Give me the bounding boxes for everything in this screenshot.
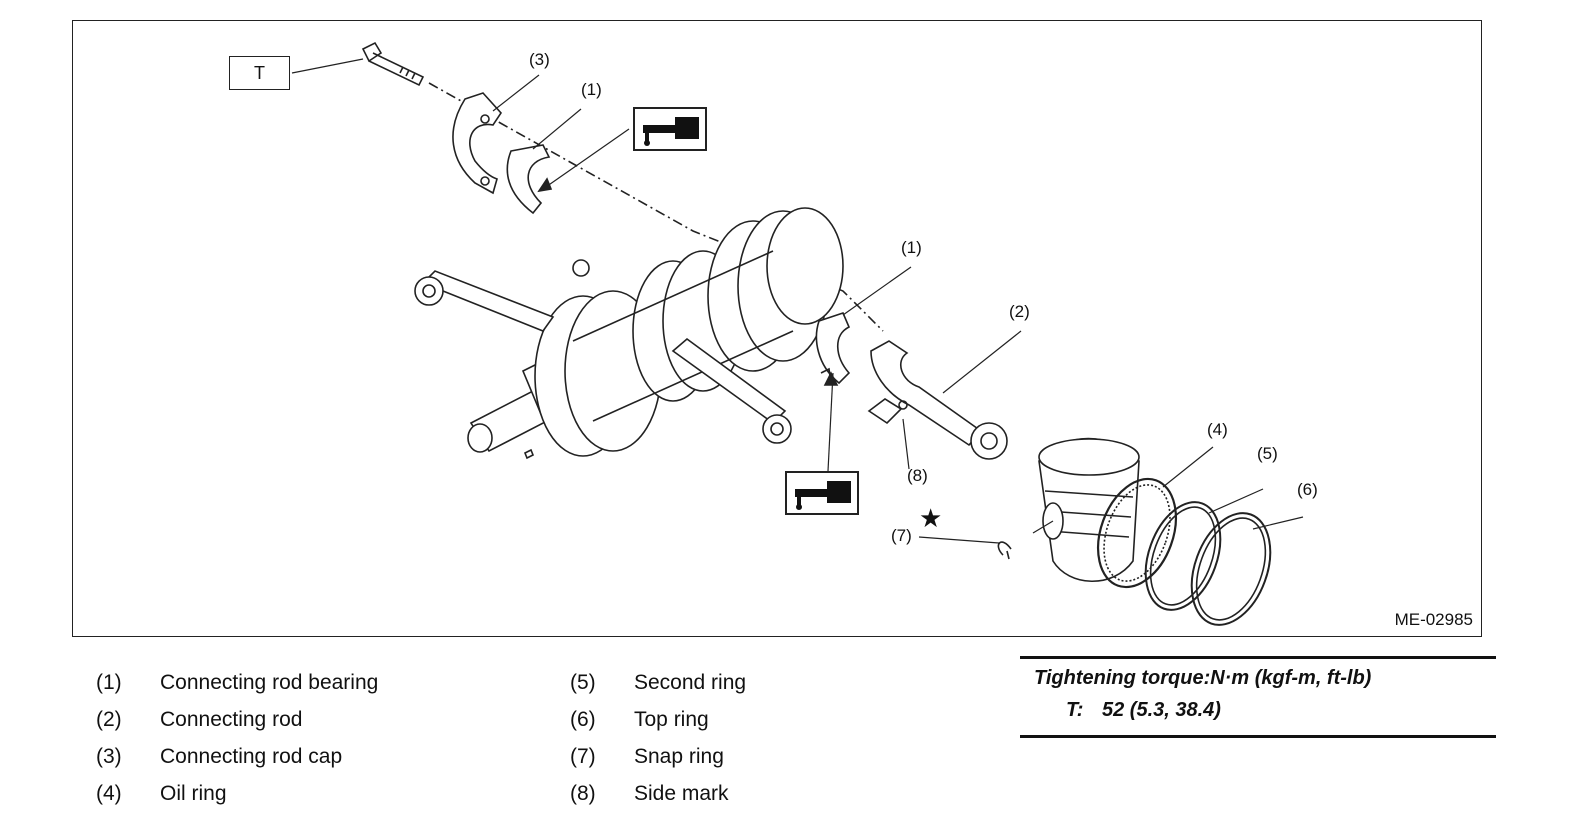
legend-number: (8)	[570, 781, 596, 805]
top-ring	[1190, 512, 1272, 626]
torque-label: T:	[1066, 699, 1084, 721]
second-ring	[1144, 501, 1222, 611]
legend-number: (2)	[96, 707, 122, 731]
legend-item: (6) Top ring	[570, 701, 746, 738]
legend-item: (5) Second ring	[570, 664, 746, 701]
callout-1-upper: (1)	[581, 80, 602, 99]
oil-ring	[1097, 477, 1177, 589]
legend-number: (5)	[570, 670, 596, 694]
star-icon: ★	[919, 503, 942, 533]
callout-8: (8)	[907, 466, 928, 485]
legend-item: (4) Oil ring	[96, 775, 378, 812]
connecting-rod-bolt	[361, 41, 425, 87]
callout-5: (5)	[1257, 444, 1278, 463]
upper-bearing-shell	[506, 144, 551, 215]
legend-label: Oil ring	[160, 781, 227, 805]
callout-leader-lines	[291, 58, 1304, 544]
table-bottom-rule	[1020, 735, 1496, 738]
legend-number: (4)	[96, 781, 122, 805]
diagram-code: ME-02985	[1394, 610, 1473, 629]
snap-ring	[997, 541, 1012, 560]
torque-row: T: 52 (5.3, 38.4)	[1020, 695, 1496, 735]
callout-7: (7)	[891, 526, 912, 545]
legend-label: Snap ring	[634, 744, 724, 768]
connecting-rod-cap	[452, 92, 503, 195]
installed-connecting-rods	[414, 259, 792, 444]
piston	[1038, 437, 1140, 582]
callout-3: (3)	[529, 50, 550, 69]
legend-item: (8) Side mark	[570, 775, 746, 812]
legend-item: (1) Connecting rod bearing	[96, 664, 378, 701]
legend-number: (1)	[96, 670, 122, 694]
legend-item: (7) Snap ring	[570, 738, 746, 775]
legend-left-column: (1) Connecting rod bearing (2) Connecting …	[96, 664, 378, 812]
engine-oil-application-icon	[785, 471, 859, 515]
torque-header: Tightening torque:N·m (kgf-m, ft-lb)	[1034, 667, 1372, 689]
callout-1-lower: (1)	[901, 238, 922, 257]
legend-number: (6)	[570, 707, 596, 731]
legend-label: Connecting rod bearing	[160, 670, 379, 694]
lower-bearing-shell	[815, 312, 851, 385]
callout-4: (4)	[1207, 420, 1228, 439]
connecting-rod	[867, 340, 1008, 460]
legend-label: Side mark	[634, 781, 729, 805]
legend-label: Connecting rod	[160, 707, 303, 731]
legend-item: (3) Connecting rod cap	[96, 738, 378, 775]
callout-6: (6)	[1297, 480, 1318, 499]
legend-right-column: (5)Second ring (6)Top ring (7)Snap ring …	[570, 664, 746, 812]
legend-number: (7)	[570, 744, 596, 768]
legend-number: (3)	[96, 744, 122, 768]
legend-item: (2) Connecting rod	[96, 701, 378, 738]
table-top-rule	[1020, 656, 1496, 659]
legend-label: Top ring	[634, 707, 709, 731]
torque-marker-box: T	[229, 56, 290, 90]
torque-spec-table: Tightening torque:N·m (kgf-m, ft-lb) T: 5…	[1020, 656, 1496, 738]
legend-label: Second ring	[634, 670, 747, 694]
torque-marker-label: T	[254, 62, 265, 83]
exploded-diagram-frame: (3) (1) (1) (2) (4) (5) (6) (7) (8) ★ T …	[72, 20, 1482, 637]
callout-2: (2)	[1009, 302, 1030, 321]
crankshaft-piston-exploded-view: (3) (1) (1) (2) (4) (5) (6) (7) (8) ★	[291, 41, 1318, 626]
engine-oil-application-icon	[633, 107, 707, 151]
torque-value: 52 (5.3, 38.4)	[1102, 699, 1221, 721]
legend-label: Connecting rod cap	[160, 744, 343, 768]
